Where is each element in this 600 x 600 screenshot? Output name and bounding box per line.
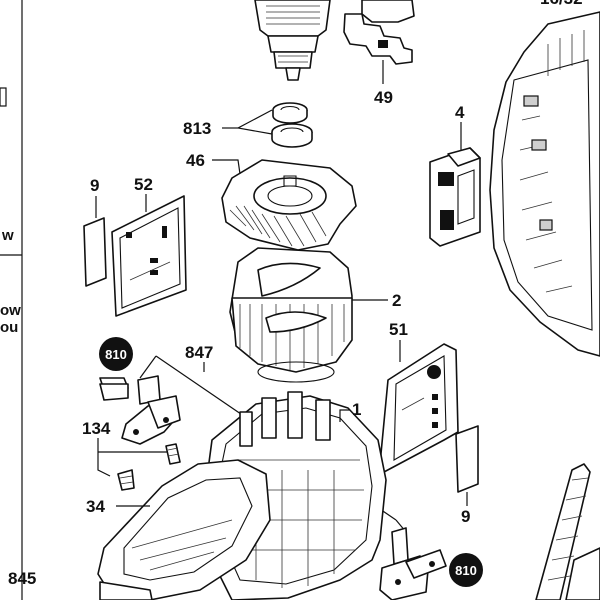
callout-9-lower: 9 xyxy=(461,507,470,526)
callout-52: 52 xyxy=(134,175,153,194)
callout-1: 1 xyxy=(352,400,361,419)
part-34-handle-cover: 34 xyxy=(86,459,271,600)
callout-810-upper: 810 xyxy=(105,347,127,362)
callout-46: 46 xyxy=(186,151,205,170)
housing-half-right: 16/32 xyxy=(489,0,600,357)
part-51-board: 51 xyxy=(379,320,459,473)
part-9-plate-upper: 9 xyxy=(83,176,107,287)
part-810-lower: 810 xyxy=(379,519,483,600)
part-49-bracket: 49 xyxy=(343,0,415,107)
callout-top-right: 16/32 xyxy=(540,0,583,8)
part-813-bearings: 813 xyxy=(183,102,313,148)
callout-845: 845 xyxy=(8,569,36,588)
callout-group-847: 847 xyxy=(185,343,213,372)
part-52-board: 52 xyxy=(111,175,187,317)
callout-51: 51 xyxy=(389,320,408,339)
edge-text-w: w xyxy=(1,227,14,244)
part-134-screws: 134 xyxy=(82,419,181,491)
part-46-baffle: 46 xyxy=(186,151,357,251)
callout-2: 2 xyxy=(392,291,401,310)
badge-810-lower xyxy=(449,553,483,587)
part-2-stator: 2 xyxy=(229,247,401,383)
callout-134: 134 xyxy=(82,419,111,438)
badge-810-upper xyxy=(99,337,133,371)
part-9-plate-lower: 9 xyxy=(455,425,479,526)
callout-group-845: 845 xyxy=(8,569,36,588)
armature-top xyxy=(254,0,331,81)
handle-strap-lower-right xyxy=(535,463,600,600)
callout-813: 813 xyxy=(183,119,211,138)
edge-text-ow: ow xyxy=(0,302,21,319)
part-4-switch: 4 xyxy=(429,103,481,247)
callout-4: 4 xyxy=(455,103,465,122)
edge-text-ou: ou xyxy=(0,319,18,336)
callout-49: 49 xyxy=(374,88,393,107)
left-panel-frame: w ow ou xyxy=(0,0,23,600)
callout-9-upper: 9 xyxy=(90,176,99,195)
callout-810-lower: 810 xyxy=(455,563,477,578)
callout-34: 34 xyxy=(86,497,105,516)
callout-847: 847 xyxy=(185,343,213,362)
